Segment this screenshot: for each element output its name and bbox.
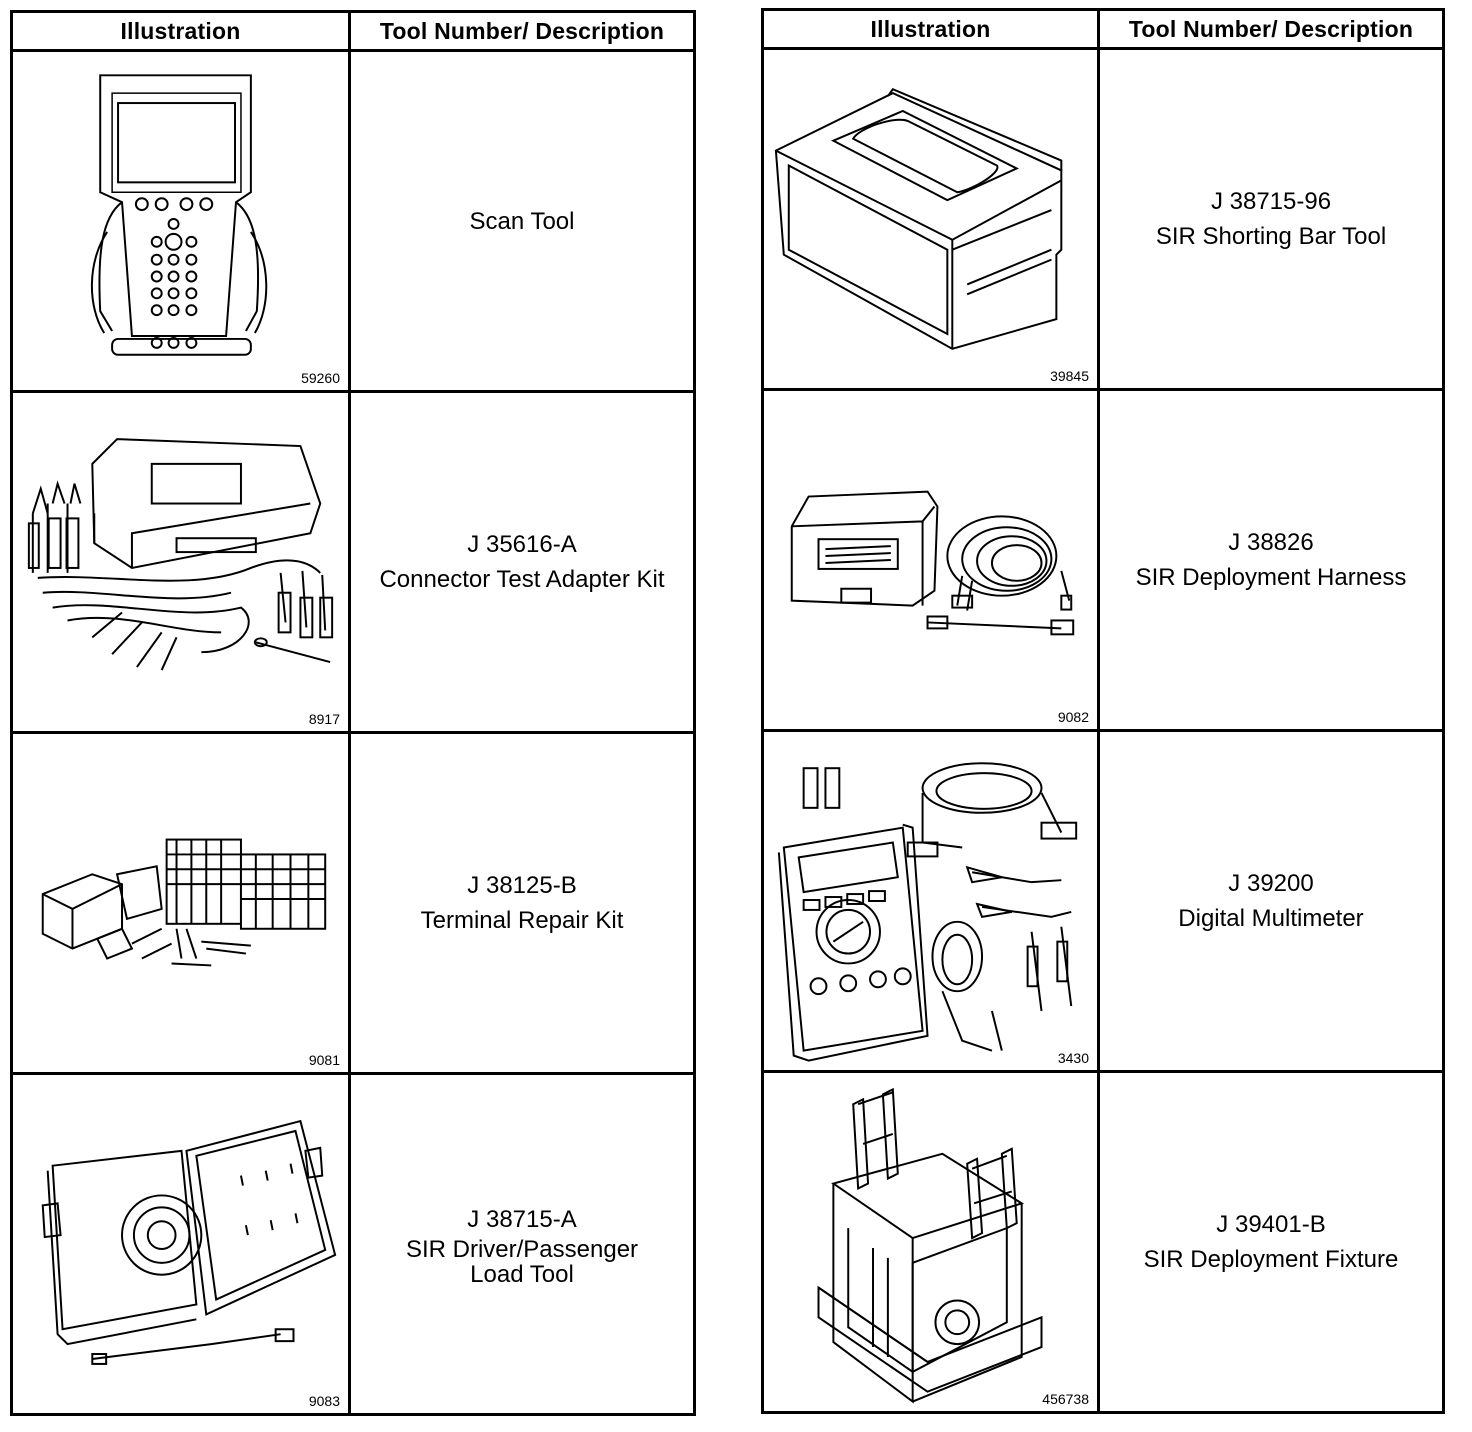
illustration-cell: 456738	[761, 1070, 1100, 1414]
figure-number: 456738	[1042, 1391, 1089, 1407]
tool-description: Connector Test Adapter Kit	[379, 566, 665, 593]
illustration-cell: 59260	[10, 49, 351, 393]
tool-number: J 39401-B	[1216, 1211, 1326, 1238]
tool-description: Digital Multimeter	[1178, 905, 1364, 932]
tool-number: J 35616-A	[467, 531, 577, 558]
tool-number: J 39200	[1228, 870, 1314, 897]
illustration-cell: 3430	[761, 729, 1100, 1073]
deployment-harness-illustration	[790, 490, 1075, 636]
figure-number: 3430	[1057, 1050, 1089, 1066]
table-row: 8917 J 35616-A Connector Test Adapter Ki…	[10, 390, 696, 734]
tool-table-right: Illustration Tool Number/ Description 39…	[761, 8, 1445, 1414]
tool-number: J 38826	[1228, 529, 1314, 556]
table-row: 9083 J 38715-A SIR Driver/Passenger Load…	[10, 1072, 696, 1416]
table-row: 9081 J 38125-B Terminal Repair Kit	[10, 731, 696, 1075]
description-cell: Scan Tool	[348, 49, 696, 393]
figure-number: 9082	[1057, 709, 1089, 725]
description-cell: J 38826 SIR Deployment Harness	[1097, 388, 1445, 732]
table-row: 456738 J 39401-B SIR Deployment Fixture	[761, 1070, 1445, 1414]
header-illustration: Illustration	[761, 8, 1100, 50]
deployment-fixture-illustration	[817, 1087, 1043, 1404]
illustration-cell: 9081	[10, 731, 351, 1075]
tool-number: J 38715-96	[1210, 188, 1332, 215]
tool-description-line2: Load Tool	[470, 1260, 574, 1288]
connector-test-adapter-kit-illustration	[27, 438, 334, 671]
scan-tool-illustration	[90, 74, 268, 356]
table-row: 59260 Scan Tool	[10, 49, 696, 393]
illustration-cell: 9082	[761, 388, 1100, 732]
tool-description: SIR Deployment Harness	[1135, 564, 1407, 591]
tool-number: J 38125-B	[467, 872, 577, 899]
digital-multimeter-illustration	[777, 762, 1078, 1062]
tool-description: SIR Deployment Fixture	[1143, 1246, 1399, 1273]
illustration-cell: 9083	[10, 1072, 351, 1416]
figure-number: 59260	[301, 370, 340, 386]
description-cell: J 39200 Digital Multimeter	[1097, 729, 1445, 1073]
terminal-repair-kit-illustration	[41, 838, 327, 967]
tool-description: Terminal Repair Kit	[420, 907, 624, 934]
description-cell: J 35616-A Connector Test Adapter Kit	[348, 390, 696, 734]
header-row: Illustration Tool Number/ Description	[761, 8, 1445, 50]
tool-description: Scan Tool	[469, 207, 575, 235]
figure-number: 39845	[1050, 368, 1089, 384]
tool-description: SIR Shorting Bar Tool	[1155, 223, 1387, 250]
table-row: 3430 J 39200 Digital Multimeter	[761, 729, 1445, 1073]
tool-table-left: Illustration Tool Number/ Description	[10, 10, 696, 1416]
figure-number: 9081	[308, 1052, 340, 1068]
description-cell: J 38125-B Terminal Repair Kit	[348, 731, 696, 1075]
header-description: Tool Number/ Description	[348, 10, 696, 52]
description-cell: J 38715-A SIR Driver/Passenger Load Tool	[348, 1072, 696, 1416]
header-row: Illustration Tool Number/ Description	[10, 10, 696, 52]
table-row: 9082 J 38826 SIR Deployment Harness	[761, 388, 1445, 732]
figure-number: 8917	[308, 711, 340, 727]
tool-number: J 38715-A	[467, 1205, 577, 1233]
description-cell: J 39401-B SIR Deployment Fixture	[1097, 1070, 1445, 1414]
tool-description: SIR Driver/Passenger	[405, 1235, 639, 1263]
description-cell: J 38715-96 SIR Shorting Bar Tool	[1097, 47, 1445, 391]
illustration-cell: 39845	[761, 47, 1100, 391]
header-illustration: Illustration	[10, 10, 351, 52]
figure-number: 9083	[308, 1393, 340, 1409]
header-description: Tool Number/ Description	[1097, 8, 1445, 50]
sir-load-tool-illustration	[41, 1119, 337, 1365]
illustration-cell: 8917	[10, 390, 351, 734]
shorting-bar-tool-illustration	[774, 87, 1063, 350]
table-row: 39845 J 38715-96 SIR Shorting Bar Tool	[761, 47, 1445, 391]
